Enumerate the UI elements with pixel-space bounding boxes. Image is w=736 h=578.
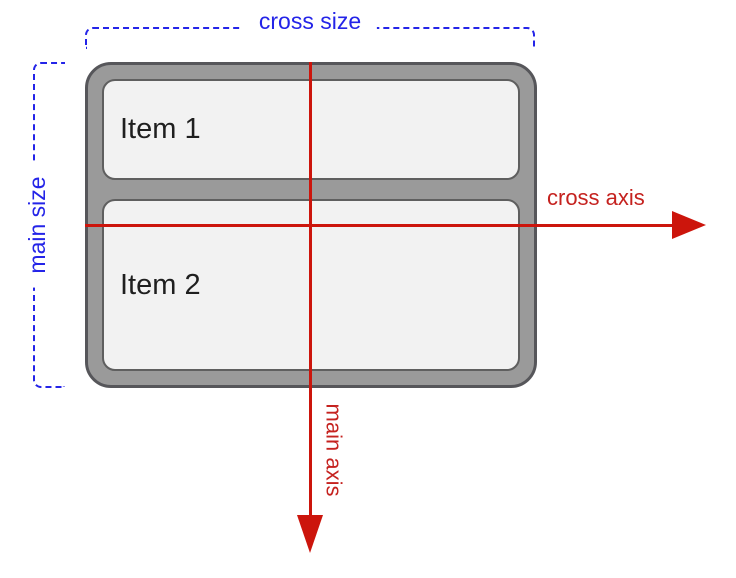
cross-axis-arrowhead-icon xyxy=(672,211,706,239)
cross-size-label: cross size xyxy=(242,8,378,34)
flex-item-2-label: Item 2 xyxy=(120,268,201,301)
cross-axis-label: cross axis xyxy=(547,185,645,210)
main-axis-arrowhead-icon xyxy=(297,515,323,553)
main-size-label: main size xyxy=(24,162,50,288)
flex-item-1-label: Item 1 xyxy=(120,113,201,145)
main-axis-line xyxy=(309,62,312,517)
cross-axis-line xyxy=(85,224,675,227)
main-axis-label: main axis xyxy=(321,403,347,497)
